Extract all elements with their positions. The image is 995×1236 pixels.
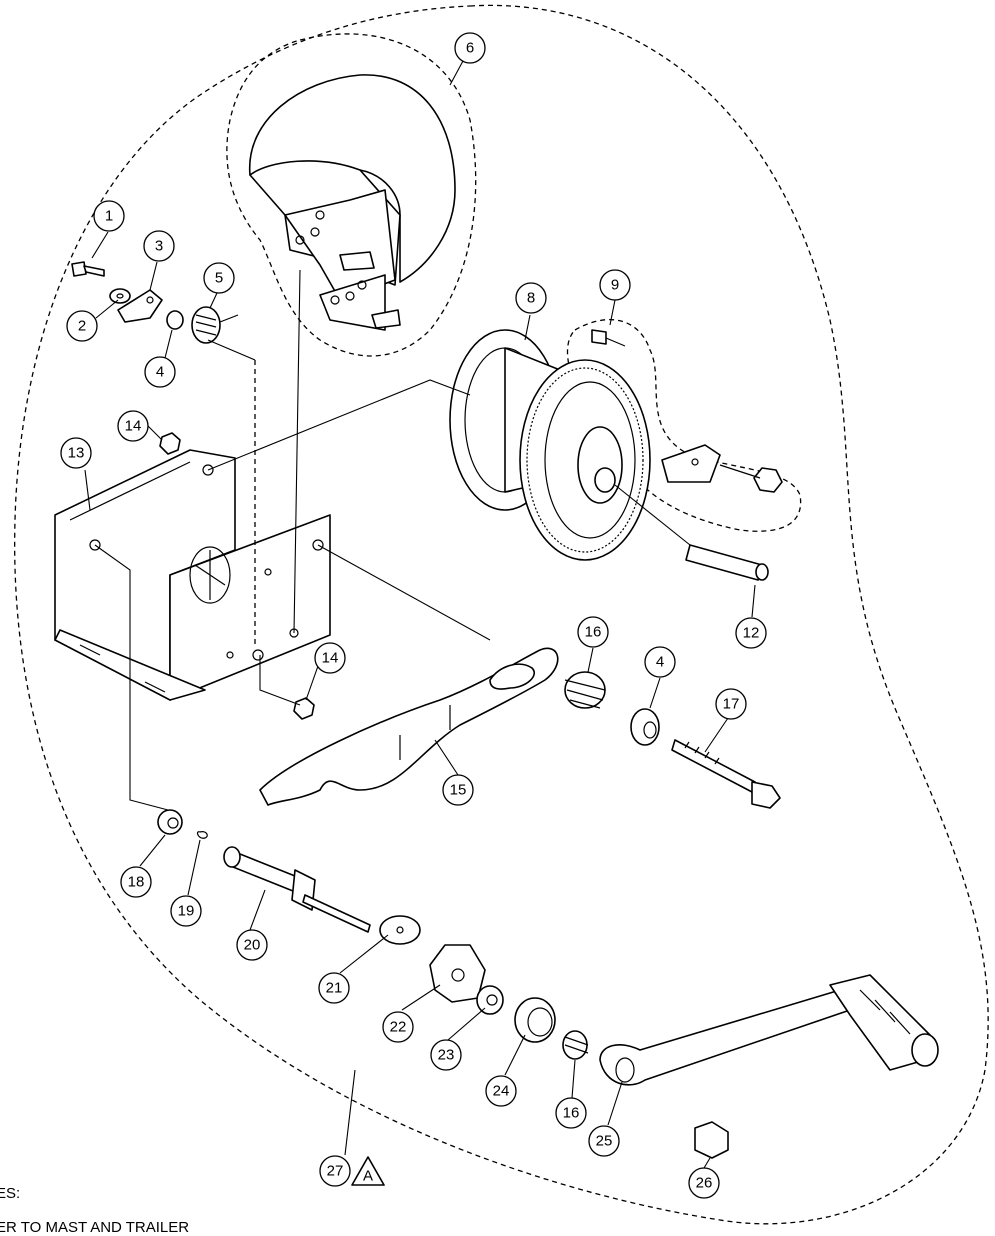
item-balloon-4-bushing: 4 bbox=[644, 646, 676, 678]
nut-bottom bbox=[293, 697, 315, 720]
assembly-mark-triangle: A bbox=[351, 1156, 385, 1186]
item-balloon-19: 19 bbox=[170, 895, 202, 927]
item-balloon-14-bottom: 14 bbox=[314, 642, 346, 674]
item-balloon-21: 21 bbox=[318, 972, 350, 1004]
item-balloon-17: 17 bbox=[715, 688, 747, 720]
svg-text:4: 4 bbox=[156, 364, 164, 381]
pawl-group-boundary bbox=[566, 318, 802, 532]
assembly-boundary bbox=[14, 4, 989, 1225]
item-balloon-16-crank: 16 bbox=[555, 1097, 587, 1129]
svg-text:20: 20 bbox=[244, 937, 261, 954]
brake-handle bbox=[259, 647, 559, 806]
svg-text:17: 17 bbox=[723, 696, 740, 713]
svg-text:15: 15 bbox=[450, 782, 467, 799]
svg-text:2: 2 bbox=[78, 318, 86, 335]
brake-spring-bolt bbox=[564, 671, 781, 809]
item-balloon-1: 1 bbox=[93, 200, 125, 232]
svg-text:13: 13 bbox=[68, 445, 85, 462]
item-balloon-2: 2 bbox=[66, 310, 98, 342]
svg-text:6: 6 bbox=[466, 40, 474, 57]
item-balloon-15: 15 bbox=[442, 774, 474, 806]
svg-text:27: 27 bbox=[327, 1163, 344, 1180]
svg-text:8: 8 bbox=[527, 290, 535, 307]
pawl-assembly bbox=[591, 329, 783, 493]
svg-text:12: 12 bbox=[743, 625, 760, 642]
svg-text:18: 18 bbox=[128, 874, 145, 891]
item-balloon-8: 8 bbox=[515, 282, 547, 314]
notes-heading: ES: bbox=[0, 1185, 21, 1202]
item-balloon-16-brake: 16 bbox=[577, 616, 609, 648]
svg-text:22: 22 bbox=[390, 1019, 407, 1036]
crank-shaft-parts bbox=[157, 809, 589, 1060]
svg-text:19: 19 bbox=[178, 903, 195, 920]
svg-text:14: 14 bbox=[125, 418, 142, 435]
latch-hardware bbox=[71, 261, 239, 344]
svg-text:9: 9 bbox=[611, 277, 619, 294]
svg-text:25: 25 bbox=[596, 1133, 613, 1150]
nut-top bbox=[159, 432, 181, 455]
svg-text:3: 3 bbox=[155, 238, 163, 255]
winch-frame bbox=[54, 449, 331, 701]
svg-text:A: A bbox=[363, 1168, 373, 1185]
item-balloon-26: 26 bbox=[688, 1167, 720, 1199]
item-balloon-6: 6 bbox=[454, 32, 486, 64]
svg-text:14: 14 bbox=[322, 650, 339, 667]
item-balloon-9: 9 bbox=[599, 269, 631, 301]
item-balloon-27: 27 bbox=[319, 1155, 351, 1187]
item-balloon-14-top: 14 bbox=[117, 410, 149, 442]
crank-handle bbox=[599, 974, 939, 1159]
notes-line-1: ER TO MAST AND TRAILER bbox=[0, 1219, 190, 1236]
item-balloon-3: 3 bbox=[143, 230, 175, 262]
svg-text:5: 5 bbox=[215, 270, 223, 287]
item-balloon-5: 5 bbox=[203, 262, 235, 294]
drum-gear bbox=[449, 329, 651, 561]
drum-shaft bbox=[614, 484, 769, 581]
item-balloon-20: 20 bbox=[236, 929, 268, 961]
item-balloon-23: 23 bbox=[430, 1039, 462, 1071]
svg-text:16: 16 bbox=[563, 1105, 580, 1122]
item-balloon-24: 24 bbox=[485, 1075, 517, 1107]
assembly-leaders bbox=[94, 269, 491, 811]
svg-text:23: 23 bbox=[438, 1047, 455, 1064]
item-balloon-12: 12 bbox=[735, 617, 767, 649]
svg-text:16: 16 bbox=[585, 624, 602, 641]
svg-text:21: 21 bbox=[326, 980, 343, 997]
svg-text:1: 1 bbox=[105, 208, 113, 225]
svg-text:4: 4 bbox=[656, 654, 664, 671]
item-balloon-13: 13 bbox=[60, 437, 92, 469]
svg-text:26: 26 bbox=[696, 1175, 713, 1192]
item-balloon-4: 4 bbox=[144, 356, 176, 388]
svg-text:24: 24 bbox=[493, 1083, 510, 1100]
item-balloon-22: 22 bbox=[382, 1011, 414, 1043]
drum-cover bbox=[249, 74, 456, 331]
item-balloon-18: 18 bbox=[120, 866, 152, 898]
item-balloon-25: 25 bbox=[588, 1125, 620, 1157]
callout-leaders bbox=[84, 47, 756, 1169]
